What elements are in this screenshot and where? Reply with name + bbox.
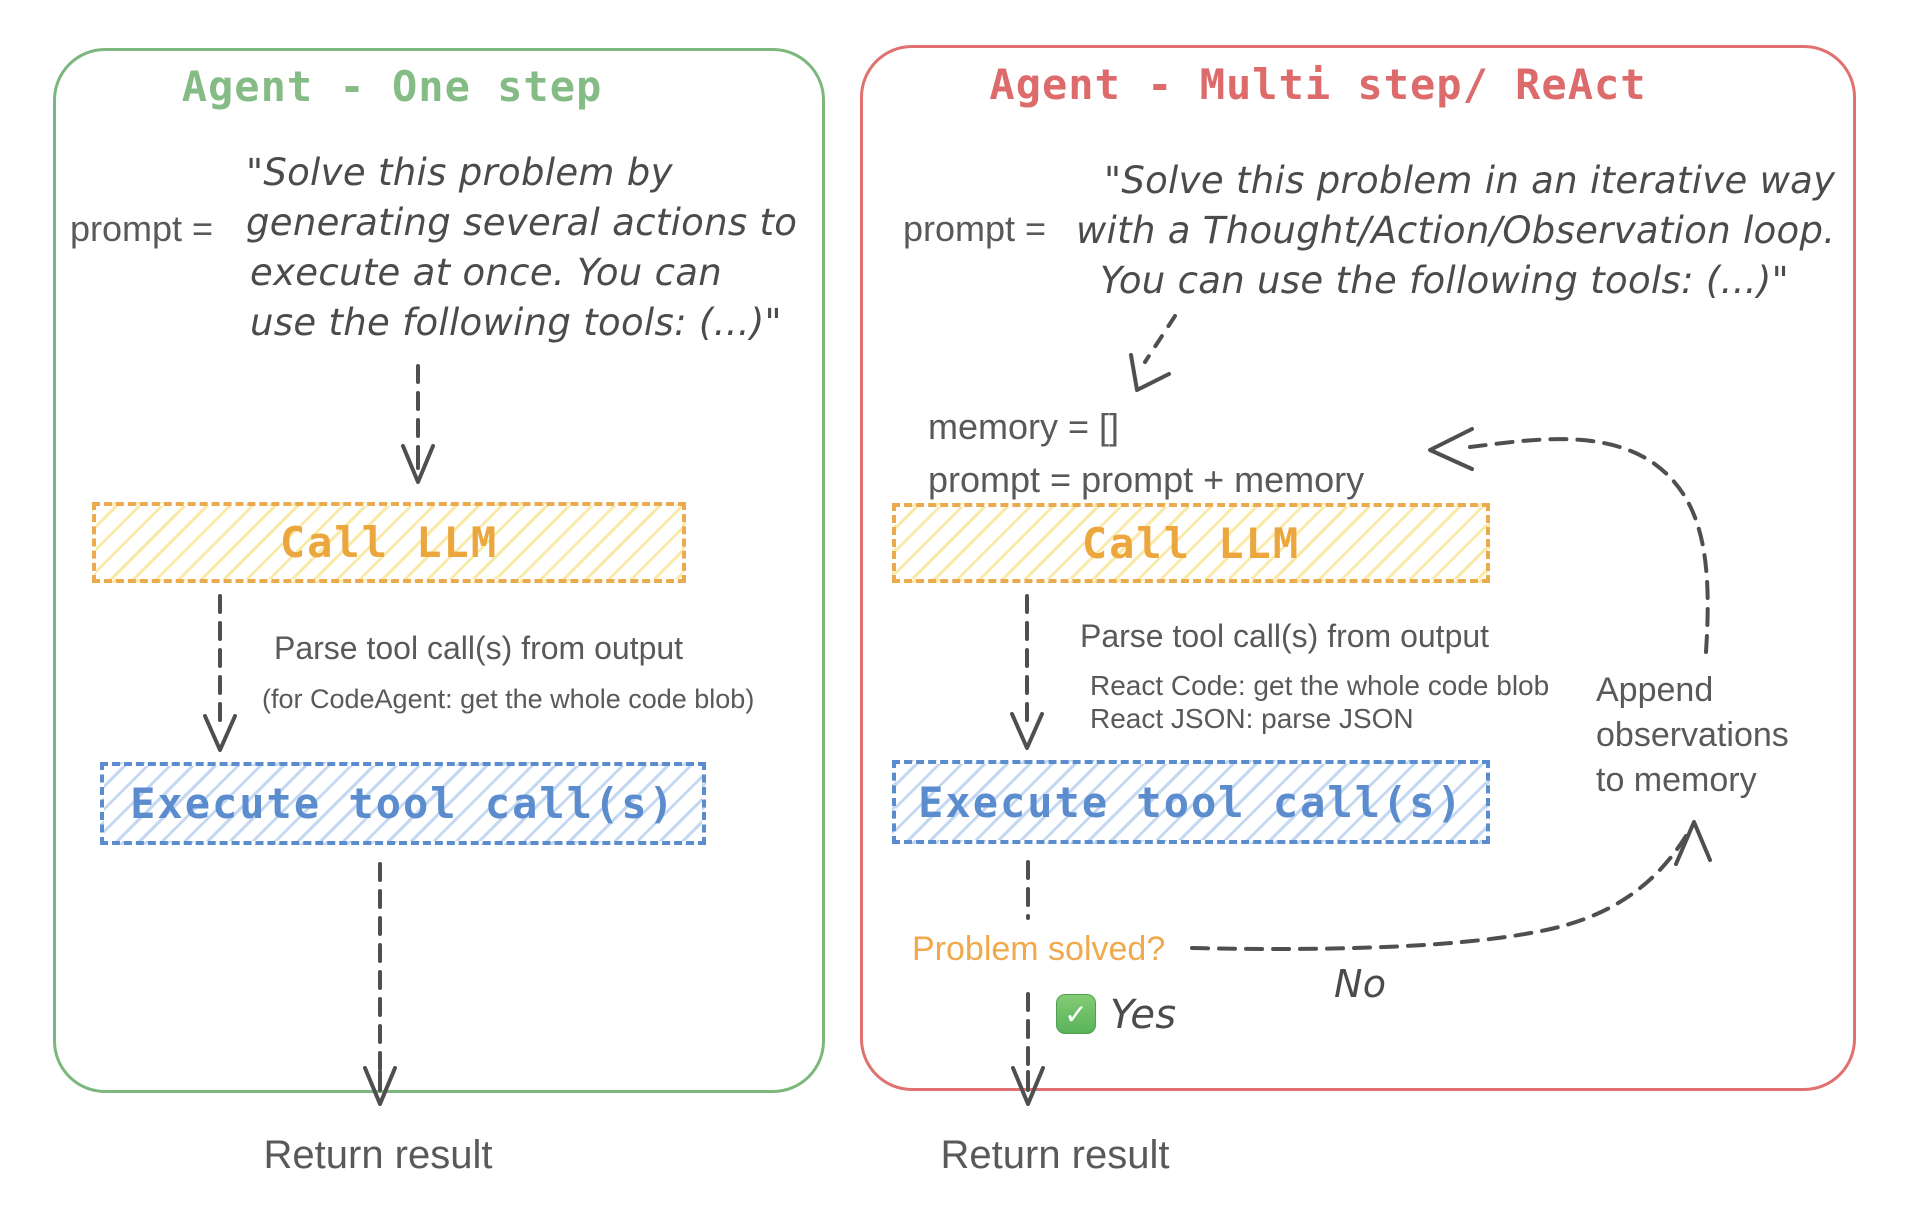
prompt-line: You can use the following tools: (...)" [1100, 259, 1789, 302]
parse-text-left: Parse tool call(s) from output [274, 630, 684, 666]
parse-subtext-react-code: React Code: get the whole code blob [1090, 670, 1550, 701]
one-step-panel [53, 48, 825, 1093]
call-llm-box-right: Call LLM [892, 503, 1490, 583]
memory-init-line: memory = [] [928, 406, 1120, 447]
append-observations-label: Append observations to memory [1596, 668, 1789, 803]
prompt-text-left: "Solve this problem by generating severa… [246, 148, 797, 348]
append-line: Append [1596, 671, 1714, 709]
one-step-title: Agent - One step [181, 62, 603, 111]
prompt-text-right: "Solve this problem in an iterative way … [1076, 156, 1835, 306]
prompt-line: "Solve this problem by [246, 151, 673, 194]
prompt-line: execute at once. You can [250, 251, 722, 294]
no-label: No [1334, 962, 1387, 1006]
execute-label-right: Execute tool call(s) [918, 777, 1464, 827]
append-line: observations [1596, 716, 1789, 754]
prompt-update-line: prompt = prompt + memory [928, 459, 1365, 500]
multi-step-panel [860, 45, 1856, 1091]
prompt-line: with a Thought/Action/Observation loop. [1076, 209, 1836, 252]
parse-subtext-left: (for CodeAgent: get the whole code blob) [262, 684, 755, 714]
append-line: to memory [1596, 761, 1757, 799]
parse-subtext-react-json: React JSON: parse JSON [1090, 703, 1414, 734]
prompt-line: "Solve this problem in an iterative way [1104, 159, 1836, 202]
prompt-line: generating several actions to [246, 201, 798, 244]
call-llm-label-right: Call LLM [1081, 518, 1301, 568]
execute-box-left: Execute tool call(s) [100, 762, 706, 845]
yes-label: Yes [1110, 992, 1177, 1038]
return-result-right: Return result [940, 1133, 1170, 1177]
check-glyph: ✓ [1064, 997, 1088, 1031]
prompt-label-left: prompt = [70, 208, 214, 249]
return-result-left: Return result [263, 1133, 493, 1177]
call-llm-label-left: Call LLM [279, 518, 499, 567]
call-llm-box-left: Call LLM [92, 502, 686, 583]
problem-solved-label: Problem solved? [906, 928, 1172, 971]
parse-text-right: Parse tool call(s) from output [1080, 618, 1490, 654]
execute-box-right: Execute tool call(s) [892, 760, 1490, 844]
execute-label-left: Execute tool call(s) [130, 779, 676, 828]
prompt-label-right: prompt = [903, 208, 1047, 249]
check-icon: ✓ [1056, 994, 1096, 1034]
prompt-line: use the following tools: (...)" [250, 301, 782, 344]
multi-step-title: Agent - Multi step/ ReAct [989, 60, 1647, 109]
